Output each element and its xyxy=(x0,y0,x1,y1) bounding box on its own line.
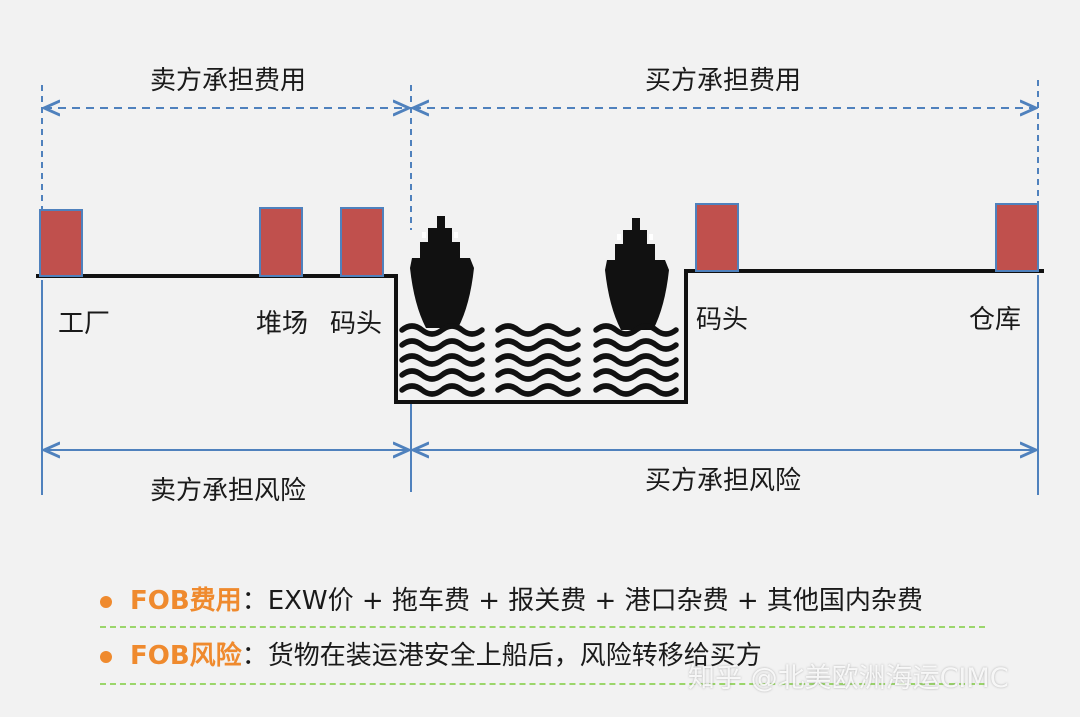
bullet-dot-icon xyxy=(100,650,112,663)
buyer-risk-label: 买方承担风险 xyxy=(644,466,802,496)
container-box-warehouse xyxy=(995,203,1039,272)
location-pier-dest: 码头 xyxy=(696,305,749,335)
watermark: 知乎 @北美欧洲海运CIMC xyxy=(688,663,1009,694)
fob-cost-key: FOB费用 xyxy=(130,586,242,616)
separator-line xyxy=(100,626,985,628)
wave-icon xyxy=(593,323,679,397)
wave-icon xyxy=(495,323,581,397)
location-factory: 工厂 xyxy=(58,309,111,339)
fob-cost-bullet: FOB费用：EXW价 + 拖车费 + 报关费 + 港口杂费 + 其他国内杂费 xyxy=(100,588,923,614)
location-warehouse: 仓库 xyxy=(969,305,1022,335)
fob-cost-text: ：EXW价 + 拖车费 + 报关费 + 港口杂费 + 其他国内杂费 xyxy=(241,586,923,616)
container-box-factory xyxy=(39,209,83,277)
fob-risk-key: FOB风险 xyxy=(130,641,242,671)
fob-risk-bullet: FOB风险：货物在装运港安全上船后，风险转移给买方 xyxy=(100,643,762,669)
container-box-pier-origin xyxy=(340,207,384,277)
ground-profile xyxy=(36,269,1044,404)
seller-cost-label: 卖方承担费用 xyxy=(149,66,307,96)
container-box-yard xyxy=(259,207,303,277)
wave-icon xyxy=(399,323,485,397)
bullet-dot-icon xyxy=(100,595,112,608)
container-box-pier-dest xyxy=(695,203,739,272)
location-yard: 堆场 xyxy=(256,309,309,339)
ship-icon xyxy=(410,216,474,328)
fob-risk-text: ：货物在装运港安全上船后，风险转移给买方 xyxy=(241,641,762,671)
seller-risk-label: 卖方承担风险 xyxy=(149,476,307,506)
ship-icon xyxy=(605,218,669,330)
location-pier-origin: 码头 xyxy=(330,309,383,339)
buyer-cost-label: 买方承担费用 xyxy=(644,66,802,96)
separator-line xyxy=(100,683,985,685)
